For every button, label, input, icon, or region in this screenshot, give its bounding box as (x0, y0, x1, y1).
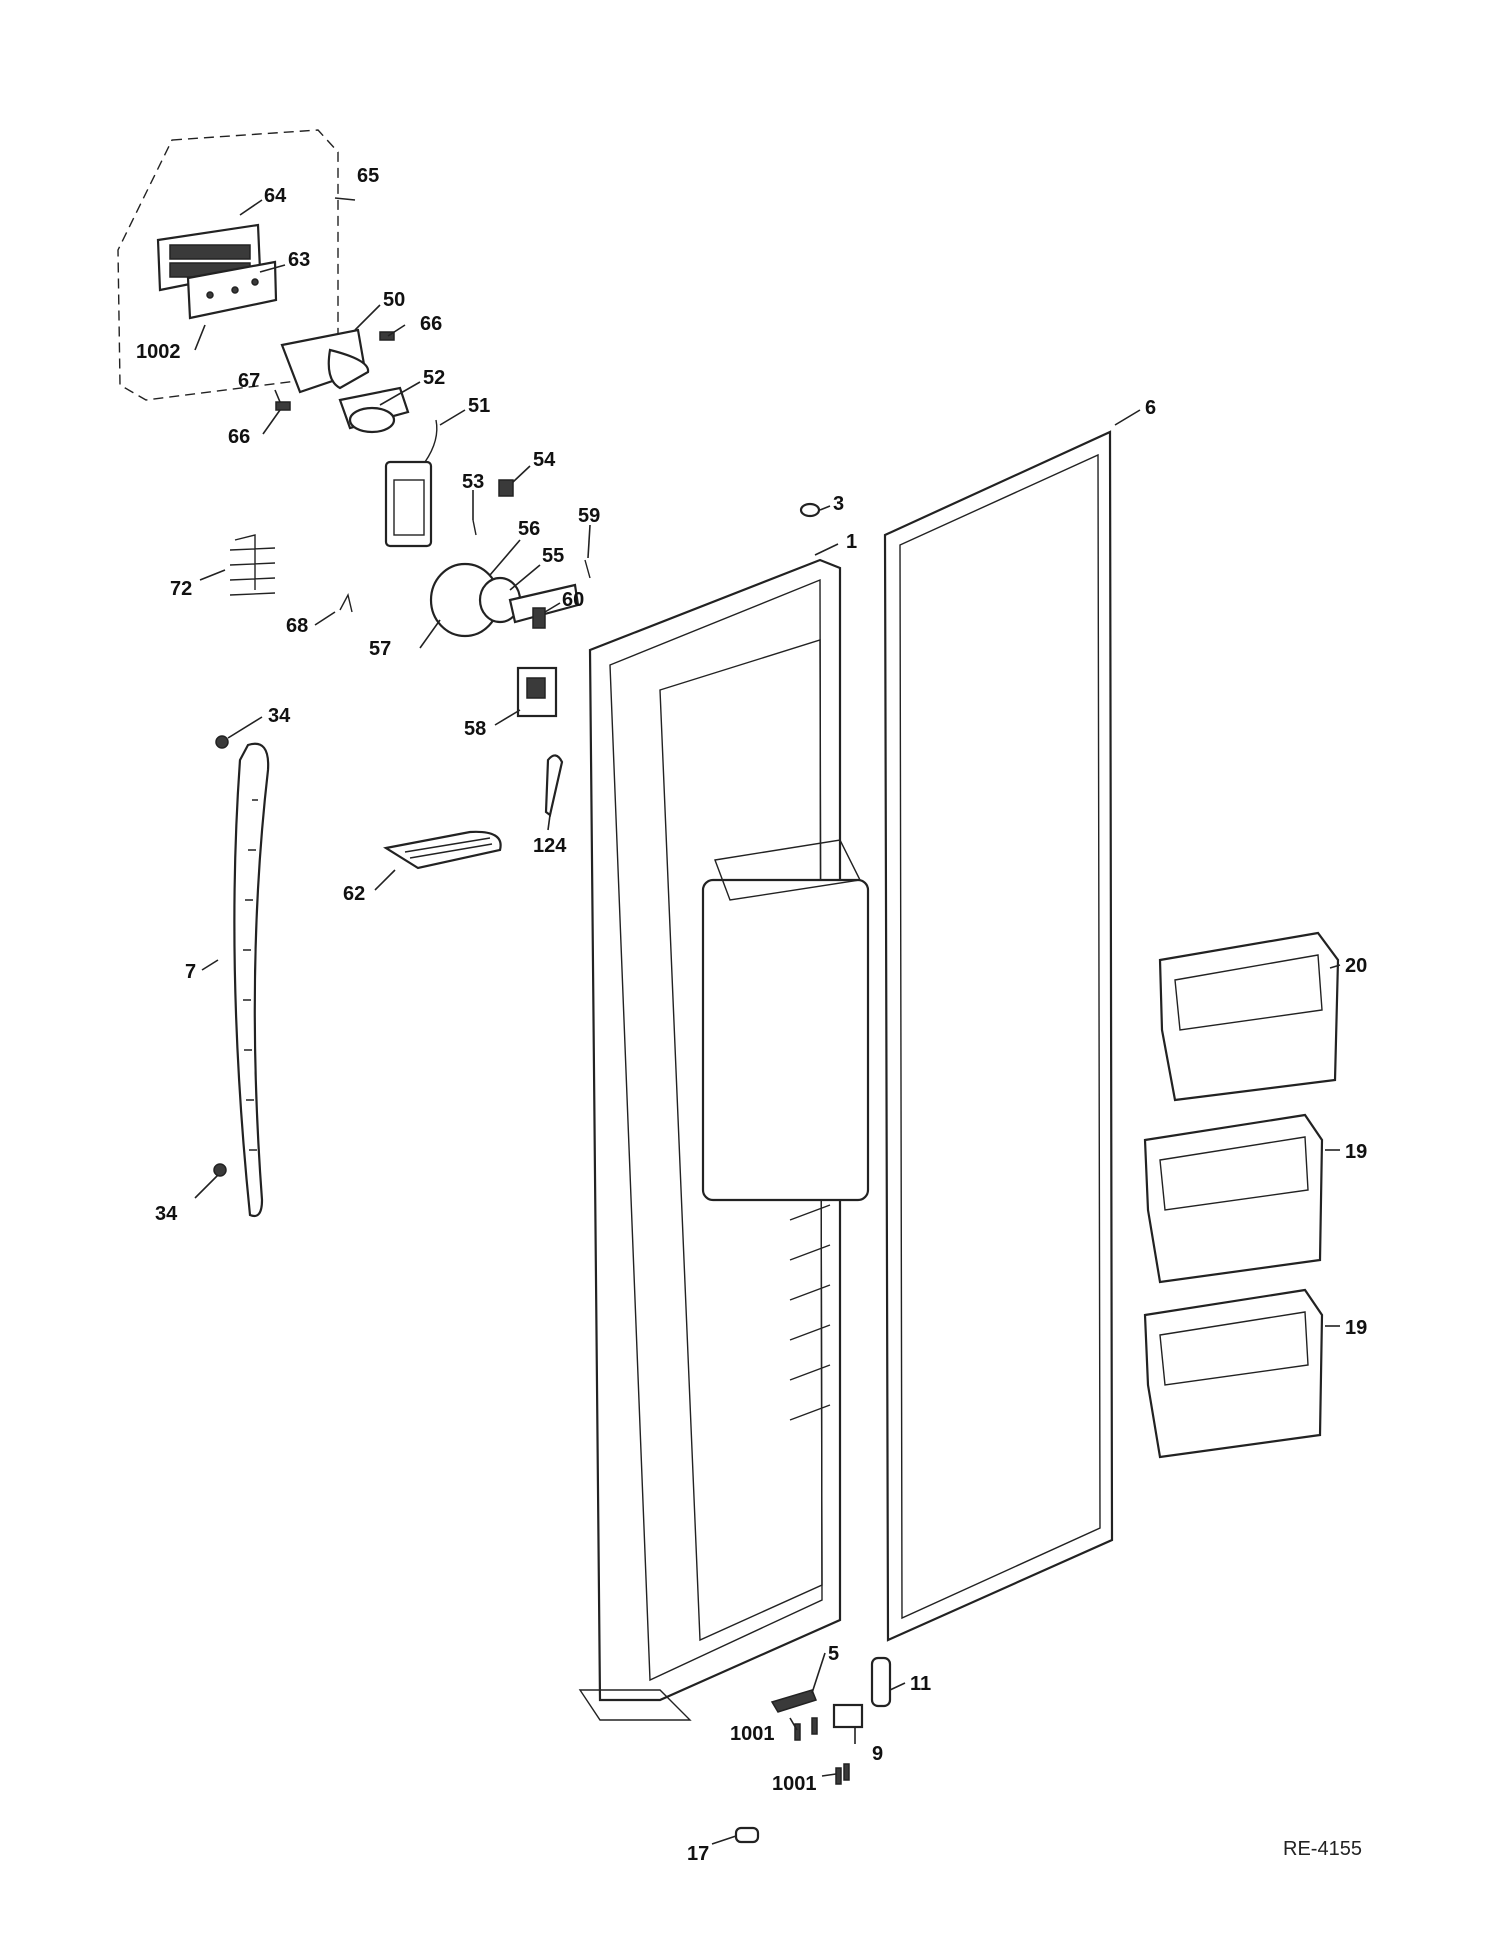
callout-19-lower: 19 (1345, 1317, 1367, 1339)
callout-60: 60 (562, 589, 584, 611)
flapper-door-part (384, 419, 438, 548)
switch-bracket-part (516, 666, 558, 718)
callout-54: 54 (533, 449, 556, 471)
callout-57: 57 (369, 638, 391, 660)
bracket-part (508, 583, 580, 629)
switch-part (498, 479, 514, 497)
screw-part (213, 1163, 227, 1177)
callout-62: 62 (343, 883, 365, 905)
hinge-block-part (832, 1703, 864, 1729)
callout-1: 1 (846, 531, 857, 553)
callout-53: 53 (462, 471, 484, 493)
reference-code: RE-4155 (1283, 1838, 1362, 1860)
screw-part (843, 1763, 850, 1781)
screw-part (215, 735, 229, 749)
callout-68: 68 (286, 615, 308, 637)
callout-65: 65 (357, 165, 379, 187)
callout-3: 3 (833, 493, 844, 515)
callout-50: 50 (383, 289, 405, 311)
rod-part (584, 559, 591, 579)
screw-part (794, 1723, 801, 1741)
callout-55: 55 (542, 545, 564, 567)
callout-51: 51 (468, 395, 490, 417)
callout-66-upper: 66 (420, 313, 442, 335)
callout-20: 20 (1345, 955, 1367, 977)
callout-19-upper: 19 (1345, 1141, 1367, 1163)
door-liner-part (578, 558, 870, 1721)
callout-17: 17 (687, 1843, 709, 1865)
callout-66-lower: 66 (228, 426, 250, 448)
drip-tray-part (383, 830, 502, 870)
callout-56: 56 (518, 518, 540, 540)
callout-63: 63 (288, 249, 310, 271)
callout-9: 9 (872, 1743, 883, 1765)
callout-52: 52 (423, 367, 445, 389)
callout-6: 6 (1145, 397, 1156, 419)
hinge-cap-part (799, 502, 821, 518)
door-bin-part (1143, 1288, 1324, 1459)
callout-11: 11 (910, 1673, 931, 1695)
leader-lines (194, 197, 1341, 1845)
callout-58: 58 (464, 718, 486, 740)
door-gasket-part (883, 430, 1114, 1642)
callout-34-lower: 34 (155, 1203, 178, 1225)
solenoid-motor-part (429, 562, 522, 638)
circuit-board-part (186, 260, 278, 320)
hinge-plate-part (770, 1689, 817, 1713)
wire-harness-part (229, 534, 276, 596)
callout-7: 7 (185, 961, 196, 983)
callout-5: 5 (828, 1643, 839, 1665)
hinge-pin-part (870, 1656, 892, 1708)
door-bin-part (1143, 1113, 1324, 1284)
callout-67: 67 (238, 370, 260, 392)
callout-59: 59 (578, 505, 600, 527)
screw-part (835, 1767, 842, 1785)
callout-124: 124 (533, 835, 567, 857)
wrench-part (544, 754, 564, 817)
clip-part (379, 331, 395, 341)
callout-34-upper: 34 (268, 705, 291, 727)
door-bin-part (1158, 931, 1340, 1102)
callout-1002: 1002 (136, 341, 181, 363)
spring-part (339, 593, 353, 613)
bushing-part (734, 1826, 760, 1844)
callout-1001-lower: 1001 (772, 1773, 817, 1795)
spring-part (472, 519, 477, 536)
screw-part (811, 1717, 818, 1735)
clip-part (275, 401, 291, 411)
door-handle-part (233, 742, 270, 1218)
callout-72: 72 (170, 578, 192, 600)
callout-64: 64 (264, 185, 287, 207)
dispenser-housing-part (280, 328, 370, 394)
callout-1001-upper: 1001 (730, 1723, 775, 1745)
